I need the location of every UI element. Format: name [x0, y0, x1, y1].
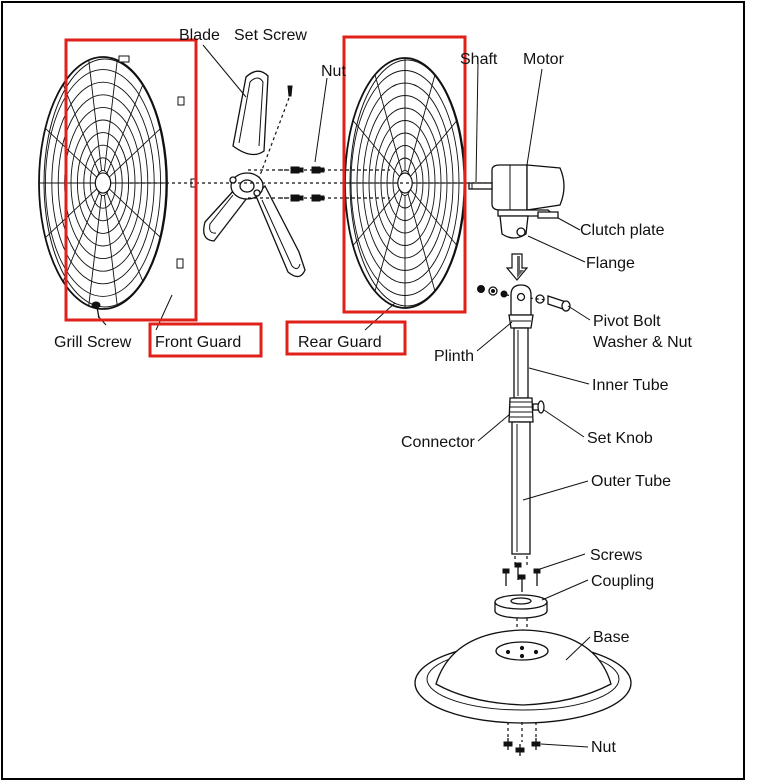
inner-tube-part [513, 327, 529, 399]
label-motor: Motor [523, 51, 565, 68]
down-arrow-icon [505, 253, 529, 281]
label-connector: Connector [401, 434, 475, 451]
label-screws: Screws [590, 547, 642, 564]
label-rear-guard: Rear Guard [298, 334, 382, 351]
highlight-boxes [64, 35, 467, 358]
label-pivot-bolt: Pivot Bolt [593, 313, 661, 330]
label-set-screw: Set Screw [234, 27, 307, 44]
page-frame [1, 1, 745, 780]
outer-tube-part [511, 421, 531, 555]
label-nut-top: Nut [321, 63, 346, 80]
coupling-part [494, 594, 548, 648]
label-clutch-plate: Clutch plate [580, 222, 665, 239]
base-part [414, 629, 632, 742]
label-nut-bottom: Nut [591, 739, 616, 756]
label-grill-screw: Grill Screw [54, 334, 132, 351]
motor-part [468, 164, 565, 239]
connector-part [508, 397, 534, 423]
blade-part [203, 70, 306, 278]
label-front-guard: Front Guard [155, 334, 241, 351]
label-plinth: Plinth [434, 348, 474, 365]
leader-lines [97, 44, 591, 748]
screws-part [502, 556, 541, 592]
label-blade: Blade [179, 27, 220, 44]
label-flange: Flange [586, 255, 635, 272]
label-set-knob: Set Knob [587, 430, 653, 447]
bottom-nuts-part [503, 738, 541, 756]
label-washer-nut: Washer & Nut [593, 334, 693, 351]
label-shaft: Shaft [460, 51, 498, 68]
label-inner-tube: Inner Tube [592, 377, 669, 394]
label-base: Base [593, 629, 630, 646]
front-guard-highlight [64, 38, 198, 322]
assembly-axes [130, 169, 500, 199]
grill-screw-part [91, 301, 101, 319]
plinth-part [508, 284, 534, 329]
label-coupling: Coupling [591, 573, 654, 590]
nuts-part [290, 166, 325, 202]
front-guard-label-highlight [148, 322, 263, 358]
label-outer-tube: Outer Tube [591, 473, 671, 490]
set-knob-part [532, 400, 545, 414]
set-screw-part [258, 85, 293, 179]
rear-guard-label-highlight [285, 320, 407, 356]
rear-guard-highlight [342, 35, 467, 314]
labels: Blade Set Screw Nut Shaft Motor Clutch p… [54, 27, 693, 756]
rear-guard-part [344, 57, 466, 309]
